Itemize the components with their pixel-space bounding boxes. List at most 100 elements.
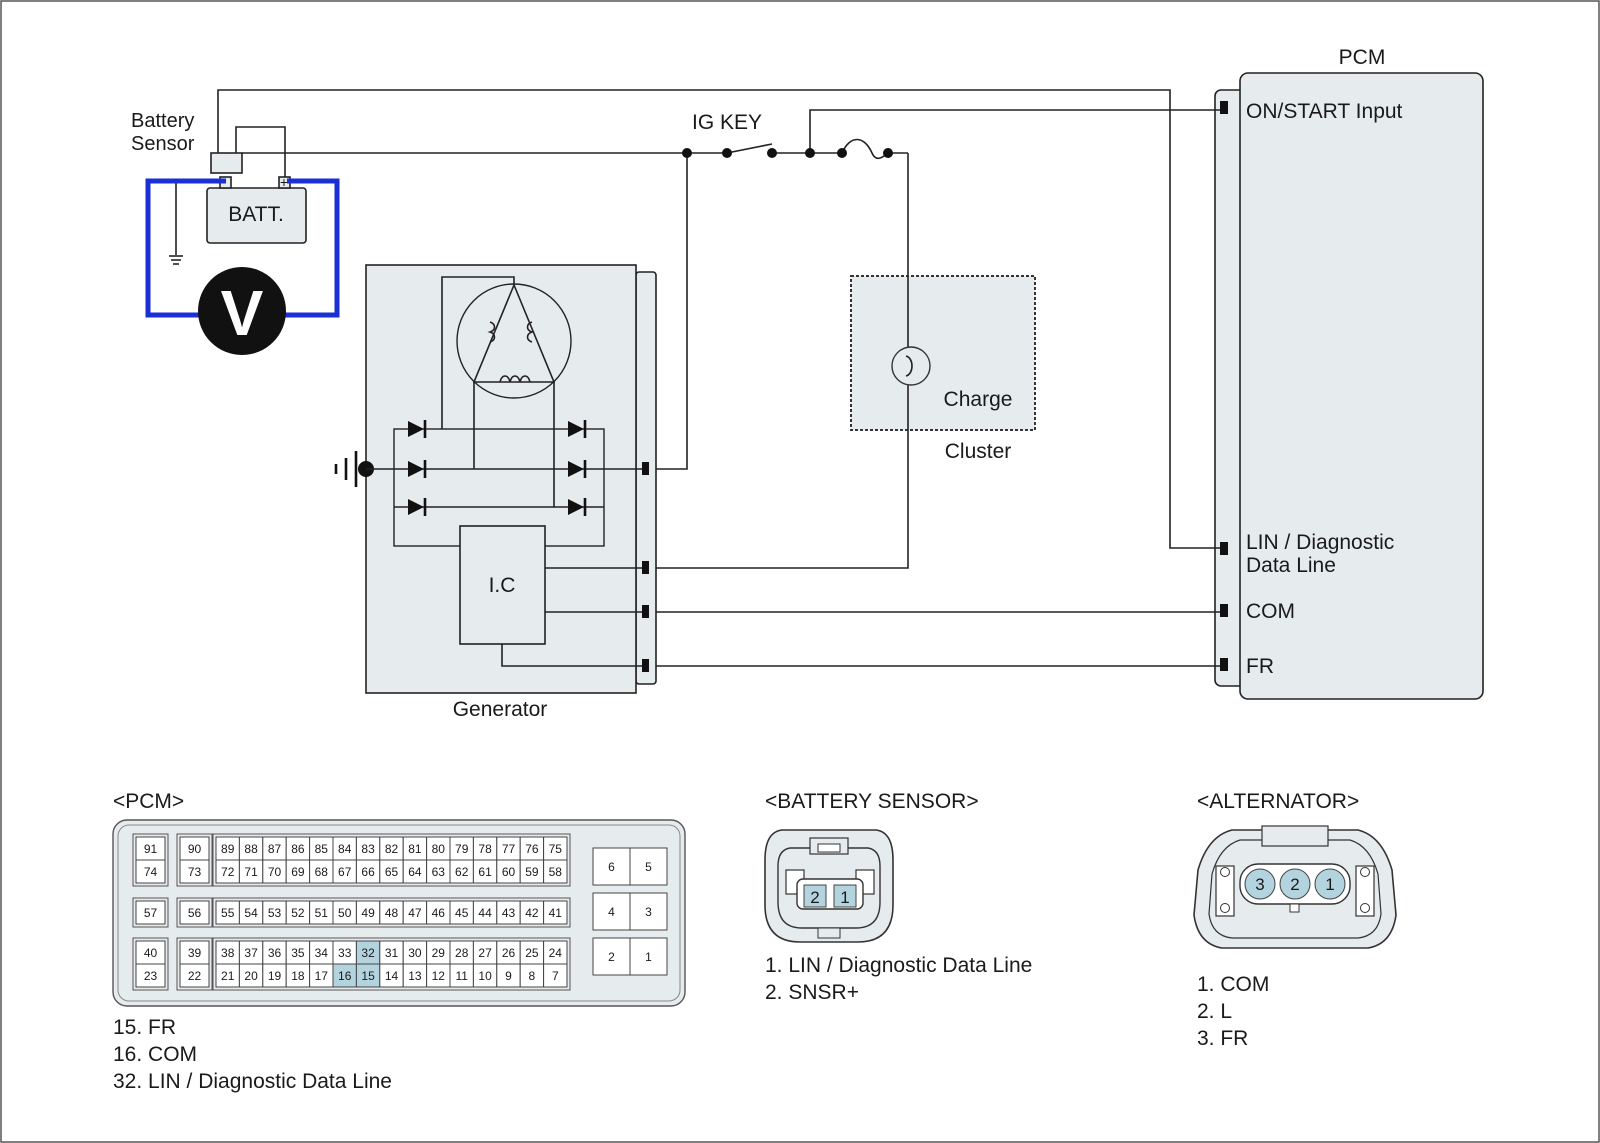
pcm-pin-label-72: 72 (221, 865, 235, 879)
pcm-pin-label-47: 47 (408, 906, 422, 920)
battery-group: Battery Sensor - + BATT. V (131, 110, 340, 355)
pcm-legend-2: 16. COM (113, 1043, 197, 1066)
battery-label: BATT. (228, 203, 284, 226)
pcm-pin-label-87: 87 (268, 842, 282, 856)
pcm-pin-label-75: 75 (549, 842, 563, 856)
pcm-pin-label-33: 33 (338, 946, 352, 960)
pcm-label-lin-2: Data Line (1246, 554, 1336, 577)
pcm-terminal-fr (1220, 658, 1228, 671)
pcm-label-fr: FR (1246, 655, 1274, 678)
pcm-pin-block (132, 937, 169, 991)
charge-label: Charge (944, 388, 1013, 411)
battery-sensor-pin-1-label: 1 (840, 888, 849, 907)
pcm-pin-label-7: 7 (552, 969, 559, 983)
pcm-pin-6 (592, 847, 631, 886)
alternator-legend-1: 1. COM (1197, 973, 1269, 996)
meter-wire-negative (145, 178, 226, 318)
ic-label: I.C (489, 574, 516, 597)
pcm-pin-57 (135, 900, 166, 925)
pcm-pin-label-35: 35 (291, 946, 305, 960)
pcm-pin-label-85: 85 (315, 842, 329, 856)
pcm-pin-label-20: 20 (244, 969, 258, 983)
pcm-pin-label-4: 4 (608, 905, 615, 919)
pcm-pin-1 (629, 937, 668, 976)
pcm-pin-label-82: 82 (385, 842, 399, 856)
pcm-pin-label-1: 1 (645, 950, 652, 964)
pcm-pin-22 (179, 963, 210, 988)
pcm-pin-label-53: 53 (268, 906, 282, 920)
pcm-pin-block (212, 833, 571, 887)
pcm-pin-label-25: 25 (525, 946, 539, 960)
pcm-pin-label-46: 46 (432, 906, 446, 920)
pcm-pin-block (176, 937, 213, 991)
pcm-pin-label-80: 80 (432, 842, 446, 856)
pcm-label-com: COM (1246, 600, 1295, 623)
pcm-pin-7 (543, 963, 568, 988)
alternator-pin-2-label: 2 (1290, 875, 1299, 894)
pcm-pin-label-49: 49 (361, 906, 375, 920)
battery-sensor-label-2: Sensor (131, 133, 195, 155)
pcm-pin-label-51: 51 (315, 906, 329, 920)
alternator-pin-3-label: 3 (1255, 875, 1264, 894)
alternator-pin-1-label: 1 (1325, 875, 1334, 894)
pcm-pin-label-32: 32 (361, 946, 375, 960)
wire-on-start (809, 109, 1220, 153)
pcm-pin-label-48: 48 (385, 906, 399, 920)
pcm-pin-label-73: 73 (188, 865, 202, 879)
pcm-pin-label-12: 12 (432, 969, 446, 983)
pcm-pin-block (132, 897, 169, 928)
pcm-pin-label-24: 24 (549, 946, 563, 960)
alternator-connector-title: <ALTERNATOR> (1197, 790, 1359, 813)
pcm-pin-label-13: 13 (408, 969, 422, 983)
pcm-pin-label-60: 60 (502, 865, 516, 879)
pcm-terminal-com (1220, 604, 1228, 617)
pcm-pin-56 (179, 900, 210, 925)
pcm-pin-label-9: 9 (505, 969, 512, 983)
battery-sensor (210, 152, 243, 174)
wire-lin (217, 89, 1220, 549)
pcm-pin-label-67: 67 (338, 865, 352, 879)
pcm-pin-label-58: 58 (549, 865, 563, 879)
pcm-pin-label-40: 40 (144, 946, 158, 960)
pcm-pin-label-38: 38 (221, 946, 235, 960)
pcm-pin-label-90: 90 (188, 842, 202, 856)
pcm-pin-label-21: 21 (221, 969, 235, 983)
battery-sensor-legend-2: 2. SNSR+ (765, 981, 859, 1004)
pcm-pin-label-71: 71 (244, 865, 258, 879)
ic-regulator (459, 525, 546, 645)
wires: IG KEY (217, 89, 1220, 667)
pcm-pin-label-56: 56 (188, 906, 202, 920)
pcm-pin-label-26: 26 (502, 946, 516, 960)
pcm-pin-block (176, 833, 213, 887)
pcm-pin-label-62: 62 (455, 865, 469, 879)
pcm-pin-label-8: 8 (529, 969, 536, 983)
battery-sensor-pin-1 (833, 884, 857, 908)
pcm-pin-23 (135, 963, 166, 988)
pcm-pin-label-81: 81 (408, 842, 422, 856)
pcm-pin-label-3: 3 (645, 905, 652, 919)
pcm-pin-label-22: 22 (188, 969, 202, 983)
pcm-pin-block (132, 833, 169, 887)
battery-plus-sign: + (280, 174, 288, 190)
pcm-pin-label-76: 76 (525, 842, 539, 856)
pcm-pin-label-63: 63 (432, 865, 446, 879)
alternator-pin-1 (1314, 868, 1346, 900)
alternator-pin-3 (1244, 868, 1276, 900)
pcm-label-on-start: ON/START Input (1246, 100, 1403, 123)
pcm-pin-label-6: 6 (608, 860, 615, 874)
pcm-pin-3 (629, 892, 668, 931)
pcm-pin-label-89: 89 (221, 842, 235, 856)
battery-sensor-legend-1: 1. LIN / Diagnostic Data Line (765, 954, 1032, 977)
pcm-pin-label-19: 19 (268, 969, 282, 983)
pcm-pin-label-14: 14 (385, 969, 399, 983)
battery-sensor-connector-title: <BATTERY SENSOR> (765, 790, 979, 813)
pcm-pin-label-2: 2 (608, 950, 615, 964)
battery-sensor-connector: <BATTERY SENSOR> 2 1 1. LIN / Diagnostic… (764, 790, 1032, 1004)
pcm-pin-label-42: 42 (525, 906, 539, 920)
pcm-pin-label-28: 28 (455, 946, 469, 960)
battery-sensor-pin-2 (803, 884, 827, 908)
pcm-pin-label-29: 29 (432, 946, 446, 960)
pcm-pin-label-50: 50 (338, 906, 352, 920)
pcm-pin-label-77: 77 (502, 842, 516, 856)
pcm-pin-label-70: 70 (268, 865, 282, 879)
